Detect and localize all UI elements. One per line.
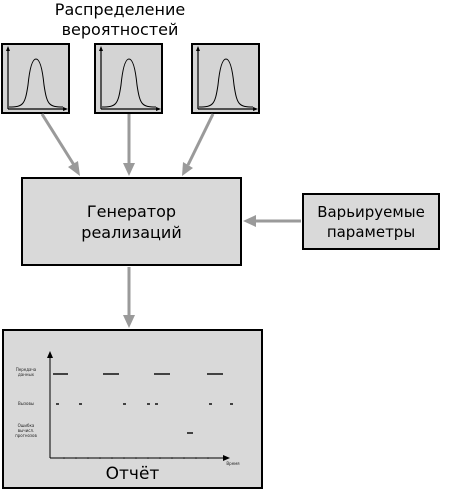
generator-line2: реализаций [81, 222, 182, 242]
distribution-box-1 [1, 43, 70, 114]
generator-line1: Генератор [86, 201, 177, 221]
distribution-box-3 [191, 43, 260, 114]
bell-curve-plot-1 [6, 46, 68, 111]
row-label-calls: Вызовы [18, 401, 34, 406]
distribution-title: Распределение вероятностей [30, 0, 210, 40]
bell-curve-plot-3 [196, 46, 258, 111]
variable-line2: параметры [326, 222, 416, 241]
row-label-error: Ошибка вычисл. прогнозов [15, 423, 37, 438]
generator-box: Генератор реализаций [21, 177, 242, 266]
arrow-dist1-to-generator [40, 113, 76, 166]
distribution-title-line1: Распределение [54, 0, 186, 19]
report-box: Передача данных Вызовы Ошибка вычисл. пр… [2, 329, 263, 489]
distribution-box-2 [94, 43, 163, 114]
bell-curve-plot-2 [99, 46, 161, 111]
report-title: Отчёт [105, 464, 160, 484]
variable-line1: Варьируемые [317, 202, 425, 221]
x-axis-label: Время [226, 461, 240, 466]
report-timeline-plot [47, 351, 233, 461]
row-label-transfer: Передача данных [15, 367, 37, 377]
arrow-dist3-to-generator [186, 113, 215, 166]
distribution-title-line2: вероятностей [61, 20, 179, 39]
variable-parameters-box: Варьируемые параметры [302, 193, 440, 250]
